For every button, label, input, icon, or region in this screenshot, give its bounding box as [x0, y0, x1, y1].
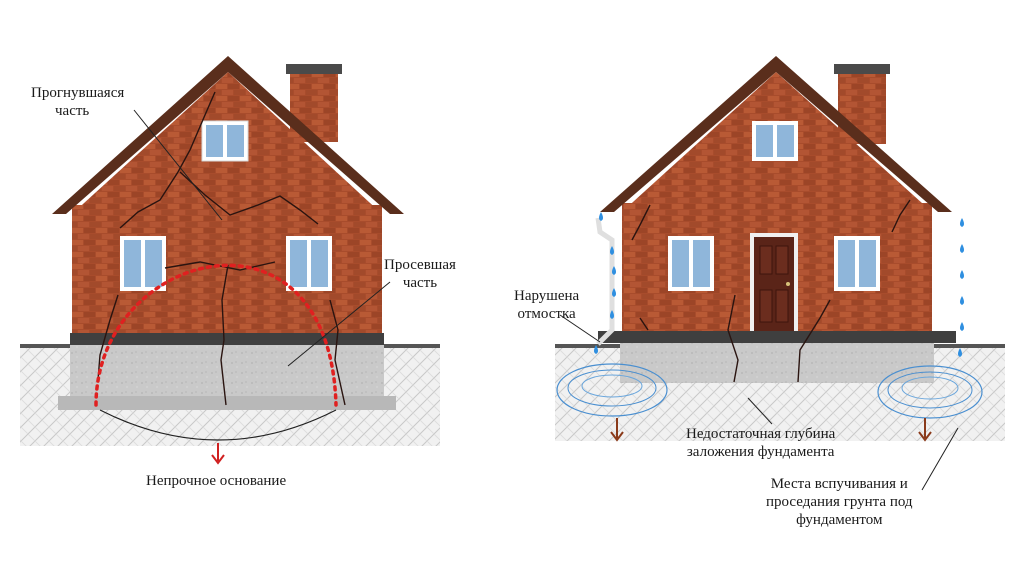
label-heaving-line3: фундаментом — [796, 512, 883, 528]
left-house — [20, 56, 440, 465]
left-footing — [58, 396, 396, 410]
left-downpipe — [595, 217, 615, 346]
label-heaving: Места вспучивания и проседания грунта по… — [766, 475, 913, 529]
leader-settled-part — [287, 281, 391, 367]
right-down-arrow-left — [610, 418, 624, 442]
label-settled-part-line1: Просевшая — [384, 257, 456, 273]
right-down-arrow-right — [918, 418, 932, 442]
label-bent-part-line1: Прогнувшаяся — [31, 85, 125, 101]
left-window-left — [120, 236, 166, 291]
left-chimney-cap — [286, 64, 342, 74]
right-cracks — [631, 199, 911, 383]
right-plinth-band — [598, 331, 956, 343]
label-weak-base: Непрочное основание — [146, 472, 286, 490]
leader-bent-part — [133, 109, 223, 221]
leader-depth — [747, 397, 773, 425]
left-down-arrow — [211, 443, 225, 465]
left-attic-window — [201, 120, 249, 162]
label-bent-part-line2: часть — [55, 103, 90, 119]
right-house — [555, 56, 1005, 491]
label-depth-line2: заложения фундамента — [686, 444, 835, 460]
water-drops — [594, 212, 964, 357]
label-settled-part: Просевшая часть — [384, 256, 456, 292]
label-blind-area-line2: отмостка — [517, 306, 576, 322]
right-door — [750, 233, 798, 333]
label-blind-area-line1: Нарушена — [514, 288, 580, 304]
label-depth-line1: Недостаточная глубина — [686, 426, 836, 442]
right-window-right — [834, 236, 880, 291]
leader-heaving — [921, 427, 959, 491]
right-foundation — [620, 343, 934, 383]
left-plinth-band — [70, 333, 384, 345]
left-cracks — [97, 91, 346, 406]
label-depth: Недостаточная глубина заложения фундамен… — [686, 425, 835, 461]
right-water-pool-right — [877, 365, 983, 419]
leader-blind-area — [559, 314, 601, 343]
right-attic-window — [752, 121, 798, 161]
left-window-right — [286, 236, 332, 291]
left-weak-base-curve — [99, 409, 337, 441]
right-chimney-cap — [834, 64, 890, 74]
label-settled-part-line2: часть — [402, 275, 438, 291]
left-dashed-arc — [94, 263, 338, 407]
label-heaving-line2: проседания грунта под — [766, 494, 913, 510]
label-heaving-line1: Места вспучивания и — [770, 476, 908, 492]
right-window-left — [668, 236, 714, 291]
label-bent-part: Прогнувшаяся часть — [31, 84, 124, 120]
right-water-pool-left — [556, 363, 668, 417]
label-blind-area: Нарушена отмостка — [514, 287, 579, 323]
label-weak-base-text: Непрочное основание — [146, 473, 287, 489]
